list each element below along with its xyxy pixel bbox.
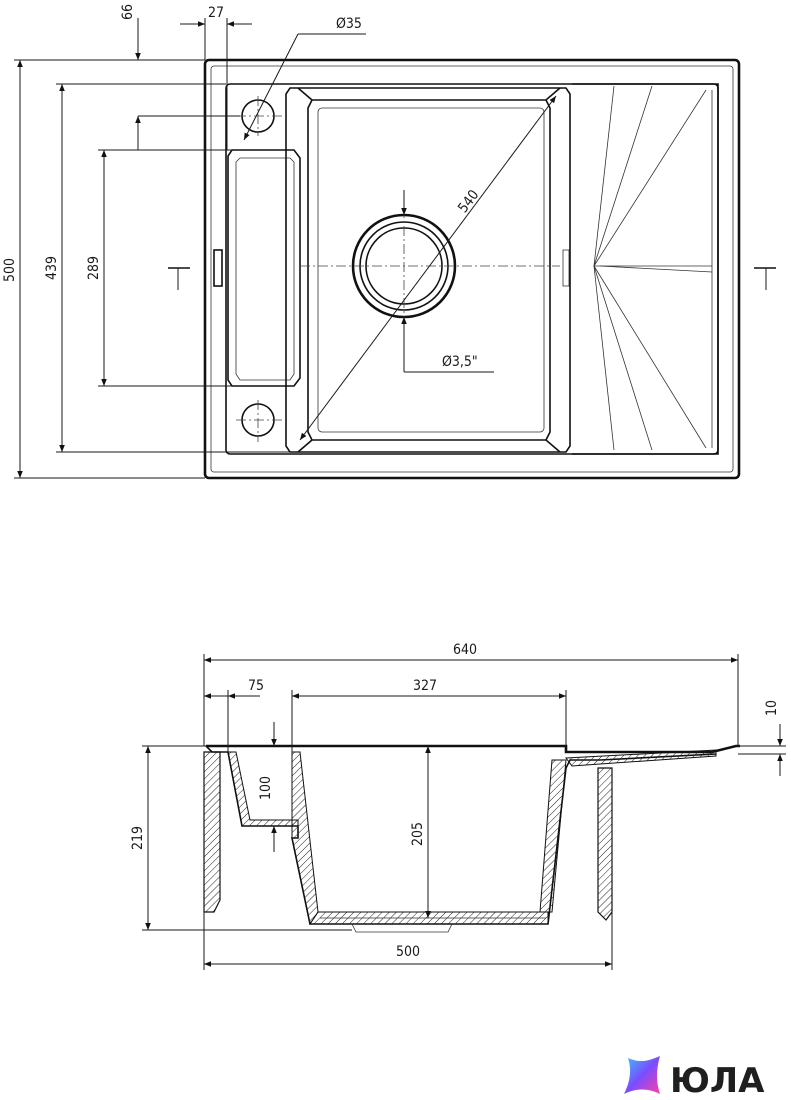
dim-219: 219 xyxy=(130,745,352,931)
dim-66: 66 xyxy=(120,4,240,150)
brand-name: ЮЛА xyxy=(670,1061,765,1100)
sink-profile xyxy=(206,744,740,754)
dim-289: 289 xyxy=(86,149,232,387)
dim-439-label: 439 xyxy=(44,256,60,280)
dim-540: 540 xyxy=(299,95,557,441)
dim-219-label: 219 xyxy=(130,826,146,850)
cabinet-wall-left xyxy=(203,751,221,913)
dim-75-label: 75 xyxy=(248,678,264,694)
dim-500-label: 500 xyxy=(2,258,18,282)
dim-10: 10 xyxy=(738,700,786,776)
drainer-board xyxy=(572,83,719,455)
cabinet-wall-right xyxy=(597,767,613,921)
dim-327: 327 xyxy=(292,678,567,746)
drain-hole xyxy=(300,190,560,330)
overflow-slot xyxy=(213,249,223,287)
side-view: 640 75 327 10 100 xyxy=(130,642,786,970)
dim-100: 100 xyxy=(258,722,277,852)
dim-27-label: 27 xyxy=(208,5,224,21)
brand-logo: ЮЛА xyxy=(624,1056,765,1100)
dim-100-label: 100 xyxy=(258,776,274,800)
tap-hole-top xyxy=(236,96,282,136)
main-bowl xyxy=(285,87,571,453)
top-view: 66 27 Ø35 500 xyxy=(2,4,776,480)
dim-75: 75 xyxy=(204,678,293,752)
dim-cabinet-500-label: 500 xyxy=(396,944,420,960)
dim-205-label: 205 xyxy=(410,822,426,846)
brand-logo-icon xyxy=(624,1056,660,1094)
dim-hole-diameter: Ø35 xyxy=(243,16,366,141)
dim-205: 205 xyxy=(410,746,431,918)
dim-10-label: 10 xyxy=(764,700,780,716)
dim-289-label: 289 xyxy=(86,256,102,280)
dim-327-label: 327 xyxy=(413,678,437,694)
side-shelf xyxy=(227,149,301,387)
dim-540-label: 540 xyxy=(455,187,482,216)
section-mark-left xyxy=(168,267,190,290)
dim-27: 27 xyxy=(180,5,252,150)
dim-drain: Ø3,5" xyxy=(401,190,494,373)
dim-500: 500 xyxy=(2,59,205,479)
dim-640-label: 640 xyxy=(453,642,477,658)
dim-640: 640 xyxy=(203,642,739,746)
sink-outline xyxy=(203,58,741,480)
section-mark-right xyxy=(754,267,776,290)
dim-hole-diameter-label: Ø35 xyxy=(336,16,362,32)
dim-439: 439 xyxy=(44,83,290,453)
tap-hole-bottom xyxy=(236,400,282,442)
dim-66-label: 66 xyxy=(120,4,136,20)
dim-cabinet-500: 500 xyxy=(203,912,613,970)
dim-drain-label: Ø3,5" xyxy=(442,354,478,370)
